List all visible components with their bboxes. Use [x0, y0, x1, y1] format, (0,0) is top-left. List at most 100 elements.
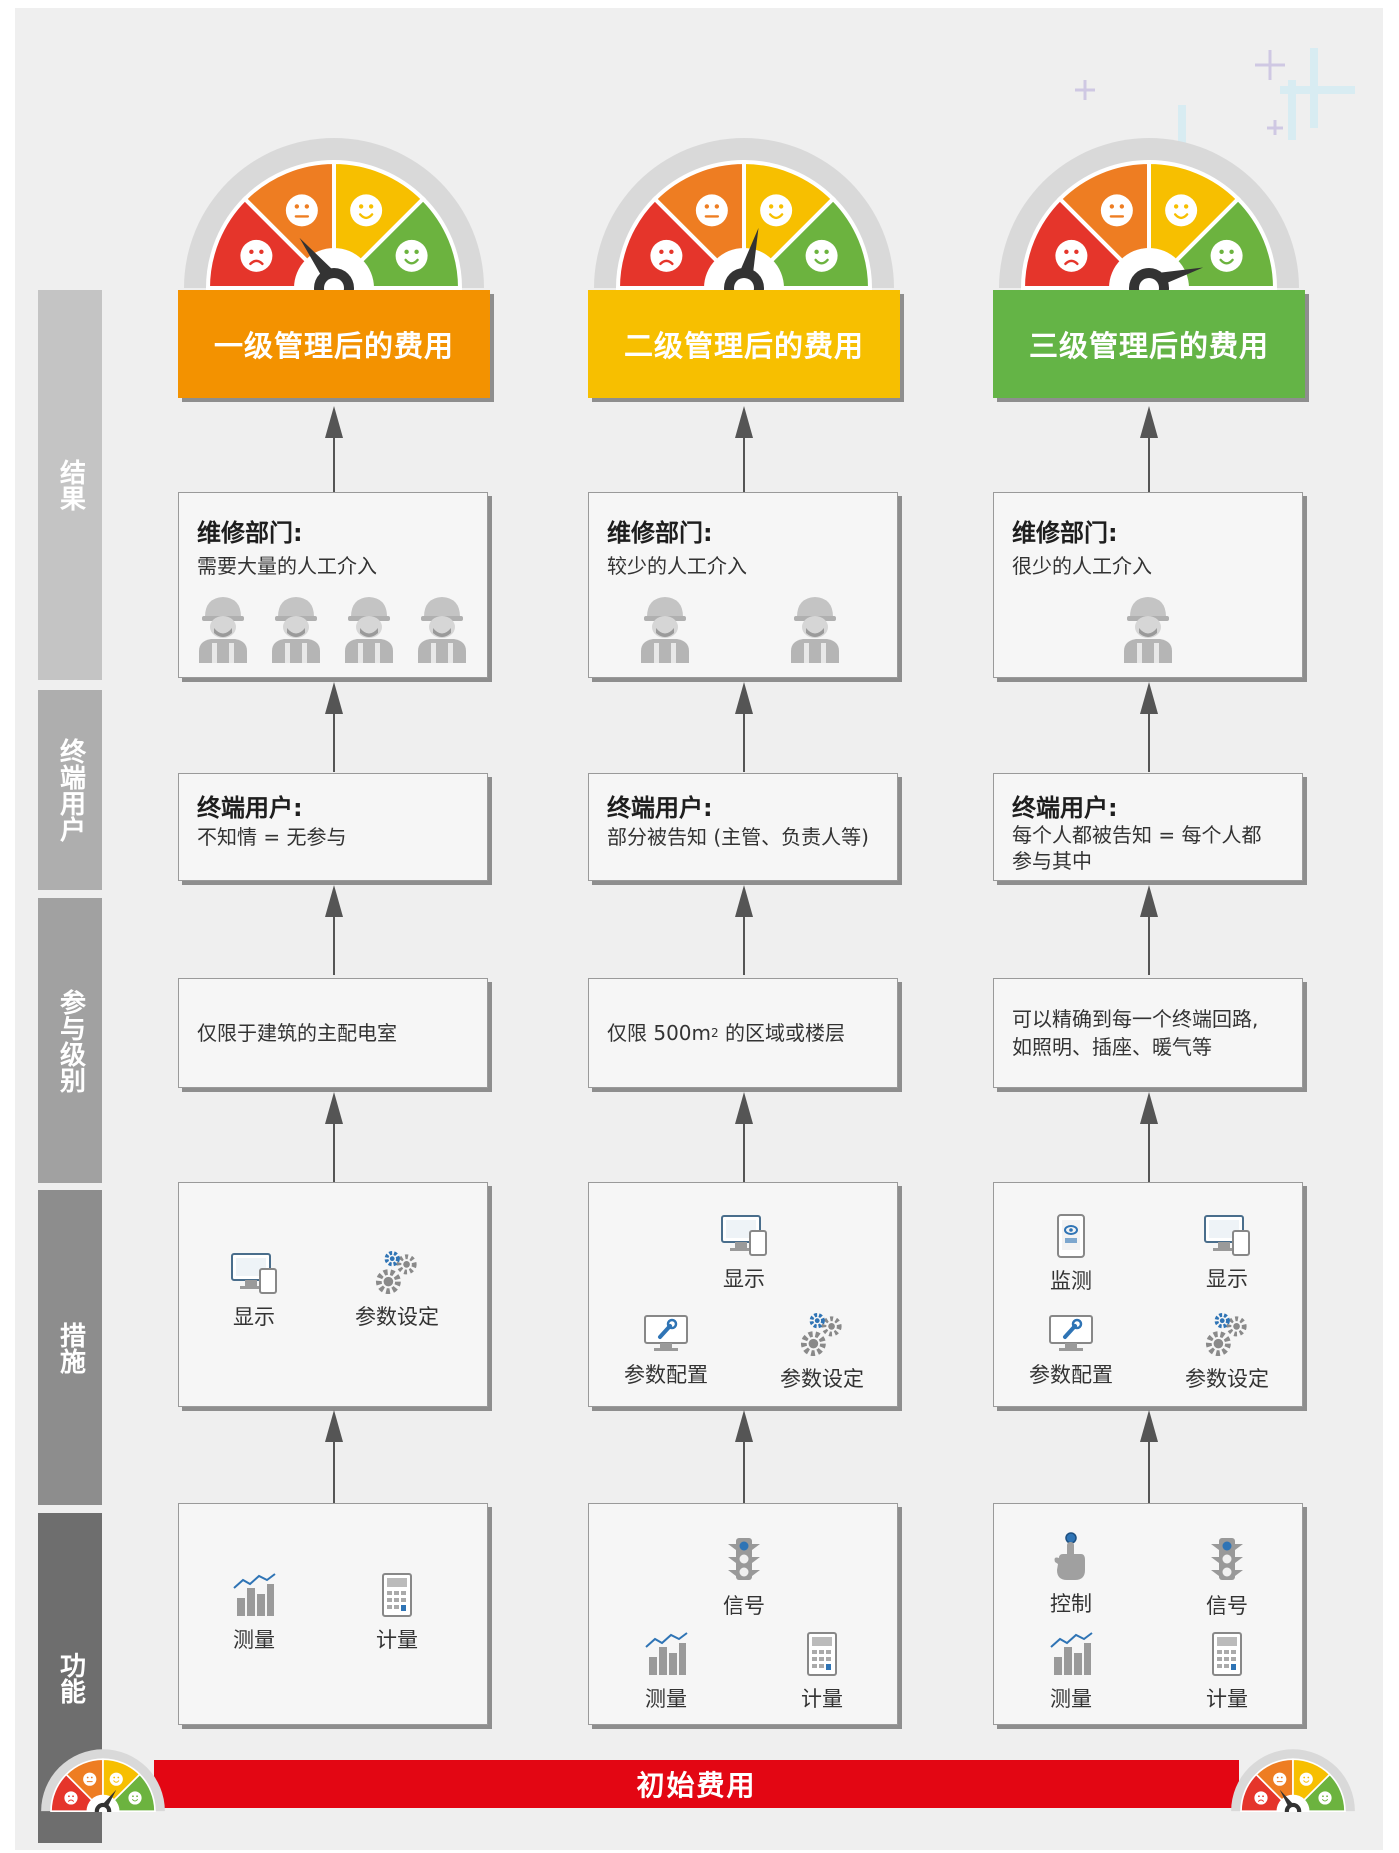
gauge-icon-small-left — [41, 1749, 165, 1812]
maintenance-title: 维修部门: — [197, 519, 303, 547]
bar-chart-icon — [643, 1631, 689, 1677]
arrow-up — [322, 406, 346, 494]
measure-parameter-setting: 参数设定 — [1152, 1313, 1302, 1393]
gauge-icon-small-right — [1231, 1749, 1355, 1812]
measure-parameter-config: 参数配置 — [591, 1313, 741, 1389]
function-metering: 计量 — [322, 1572, 472, 1654]
participation-box: 仅限于建筑的主配电室 — [178, 978, 488, 1088]
end-user-text: 不知情 = 无参与 — [197, 825, 347, 849]
end-user-title: 终端用户: — [197, 794, 303, 822]
arrow-up — [1137, 1092, 1161, 1210]
smile-face-icon — [1210, 239, 1243, 272]
arrow-up — [1137, 1410, 1161, 1534]
sad-face-icon — [1254, 1791, 1268, 1805]
end-user-box: 终端用户: 不知情 = 无参与 — [178, 773, 488, 881]
neutral-face-icon — [1273, 1772, 1287, 1786]
worker-icon — [639, 593, 691, 663]
smile-face-icon — [1318, 1791, 1332, 1805]
tablet-eye-icon — [1055, 1213, 1087, 1259]
worker-icon — [1122, 593, 1174, 663]
category-measures: 措施 — [38, 1190, 102, 1505]
display-icon — [720, 1213, 768, 1257]
arrow-up — [322, 1092, 346, 1210]
monitor-wrench-icon — [1047, 1313, 1095, 1353]
arrow-up — [1137, 406, 1161, 494]
happy-face-icon — [350, 194, 383, 227]
bar-chart-icon — [1048, 1631, 1094, 1677]
measure-display: 显示 — [669, 1213, 819, 1293]
calculator-icon — [1210, 1631, 1244, 1677]
end-user-box: 终端用户: 每个人都被告知 = 每个人都参与其中 — [993, 773, 1303, 881]
category-participation-level: 参与级别 — [38, 898, 102, 1183]
measure-parameter-setting: 参数设定 — [322, 1251, 472, 1331]
sad-face-icon — [240, 239, 273, 272]
end-user-box: 终端用户: 部分被告知 (主管、负责人等) — [588, 773, 898, 881]
maintenance-text: 较少的人工介入 — [607, 554, 747, 578]
functions-box: 信号 测量 计量 — [588, 1503, 898, 1725]
arrow-up — [732, 1410, 756, 1534]
calculator-icon — [380, 1572, 414, 1618]
traffic-light-icon — [1207, 1536, 1247, 1584]
arrow-up — [1137, 682, 1161, 772]
maintenance-box: 维修部门: 需要大量的人工介入 — [178, 492, 488, 678]
finger-press-icon — [1051, 1532, 1091, 1582]
arrow-up — [322, 885, 346, 975]
end-user-title: 终端用户: — [1012, 794, 1118, 822]
display-icon — [230, 1251, 278, 1295]
bar-chart-icon — [231, 1572, 277, 1618]
result-label-level-2: 二级管理后的费用 — [588, 290, 900, 398]
worker-icon — [270, 593, 322, 663]
category-result: 结果 — [38, 290, 102, 680]
end-user-text: 每个人都被告知 = 每个人都参与其中 — [1012, 823, 1262, 873]
function-signal: 信号 — [1152, 1536, 1302, 1620]
measure-display: 显示 — [1152, 1213, 1302, 1293]
function-measure: 测量 — [996, 1631, 1146, 1713]
measures-box: 显示 参数配置 参数设定 — [588, 1182, 898, 1407]
participation-text: 可以精确到每一个终端回路,如照明、插座、暖气等 — [1012, 1007, 1259, 1059]
gears-icon — [1203, 1313, 1251, 1357]
calculator-icon — [805, 1631, 839, 1677]
function-signal: 信号 — [669, 1536, 819, 1620]
neutral-face-icon — [285, 194, 318, 227]
gears-icon — [798, 1313, 846, 1357]
category-end-user: 终端用户 — [38, 690, 102, 890]
gauge-icon-level-1 — [184, 138, 484, 290]
monitor-wrench-icon — [642, 1313, 690, 1353]
measure-display: 显示 — [179, 1251, 329, 1331]
initial-cost-bar: 初始费用 — [154, 1760, 1239, 1808]
arrow-up — [732, 1092, 756, 1210]
participation-text: 仅限于建筑的主配电室 — [197, 1021, 397, 1045]
measure-parameter-config: 参数配置 — [996, 1313, 1146, 1389]
gears-icon — [373, 1251, 421, 1295]
worker-icon — [343, 593, 395, 663]
arrow-up — [322, 1410, 346, 1534]
functions-box: 测量 计量 — [178, 1503, 488, 1725]
sad-face-icon — [650, 239, 683, 272]
maintenance-title: 维修部门: — [607, 519, 713, 547]
function-metering: 计量 — [747, 1631, 897, 1713]
happy-face-icon — [109, 1772, 123, 1786]
gauge-icon-level-2 — [594, 138, 894, 290]
maintenance-text: 很少的人工介入 — [1012, 554, 1152, 578]
smile-face-icon — [128, 1791, 142, 1805]
happy-face-icon — [1299, 1772, 1313, 1786]
neutral-face-icon — [695, 194, 728, 227]
happy-face-icon — [760, 194, 793, 227]
gauge-icon-level-3 — [999, 138, 1299, 290]
participation-box: 可以精确到每一个终端回路,如照明、插座、暖气等 — [993, 978, 1303, 1088]
function-measure: 测量 — [179, 1572, 329, 1654]
measure-parameter-setting: 参数设定 — [747, 1313, 897, 1393]
neutral-face-icon — [83, 1772, 97, 1786]
arrow-up — [1137, 885, 1161, 975]
display-icon — [1203, 1213, 1251, 1257]
end-user-text: 部分被告知 (主管、负责人等) — [607, 825, 869, 849]
maintenance-box: 维修部门: 很少的人工介入 — [993, 492, 1303, 678]
worker-icon — [197, 593, 249, 663]
maintenance-title: 维修部门: — [1012, 519, 1118, 547]
sad-face-icon — [1055, 239, 1088, 272]
smile-face-icon — [805, 239, 838, 272]
measure-monitoring: 监测 — [996, 1213, 1146, 1295]
sad-face-icon — [64, 1791, 78, 1805]
